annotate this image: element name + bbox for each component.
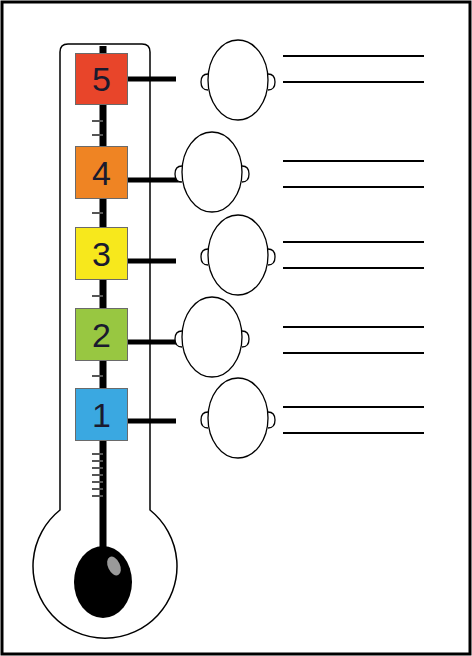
level-number: 4 bbox=[92, 156, 111, 190]
thermometer-bulb bbox=[74, 546, 132, 618]
level-number: 3 bbox=[92, 237, 111, 271]
level-box: 5 bbox=[75, 53, 128, 105]
level-box: 2 bbox=[75, 308, 128, 361]
blank-faces bbox=[175, 40, 275, 458]
level-box: 3 bbox=[75, 227, 128, 280]
level-number: 1 bbox=[92, 398, 111, 432]
level-number: 5 bbox=[92, 62, 111, 96]
bulb-highlight bbox=[104, 554, 123, 577]
level-box: 4 bbox=[75, 146, 128, 199]
level-number: 2 bbox=[92, 318, 111, 352]
level-box: 1 bbox=[75, 388, 128, 441]
leader-lines bbox=[128, 79, 181, 421]
writing-lines bbox=[283, 56, 424, 433]
